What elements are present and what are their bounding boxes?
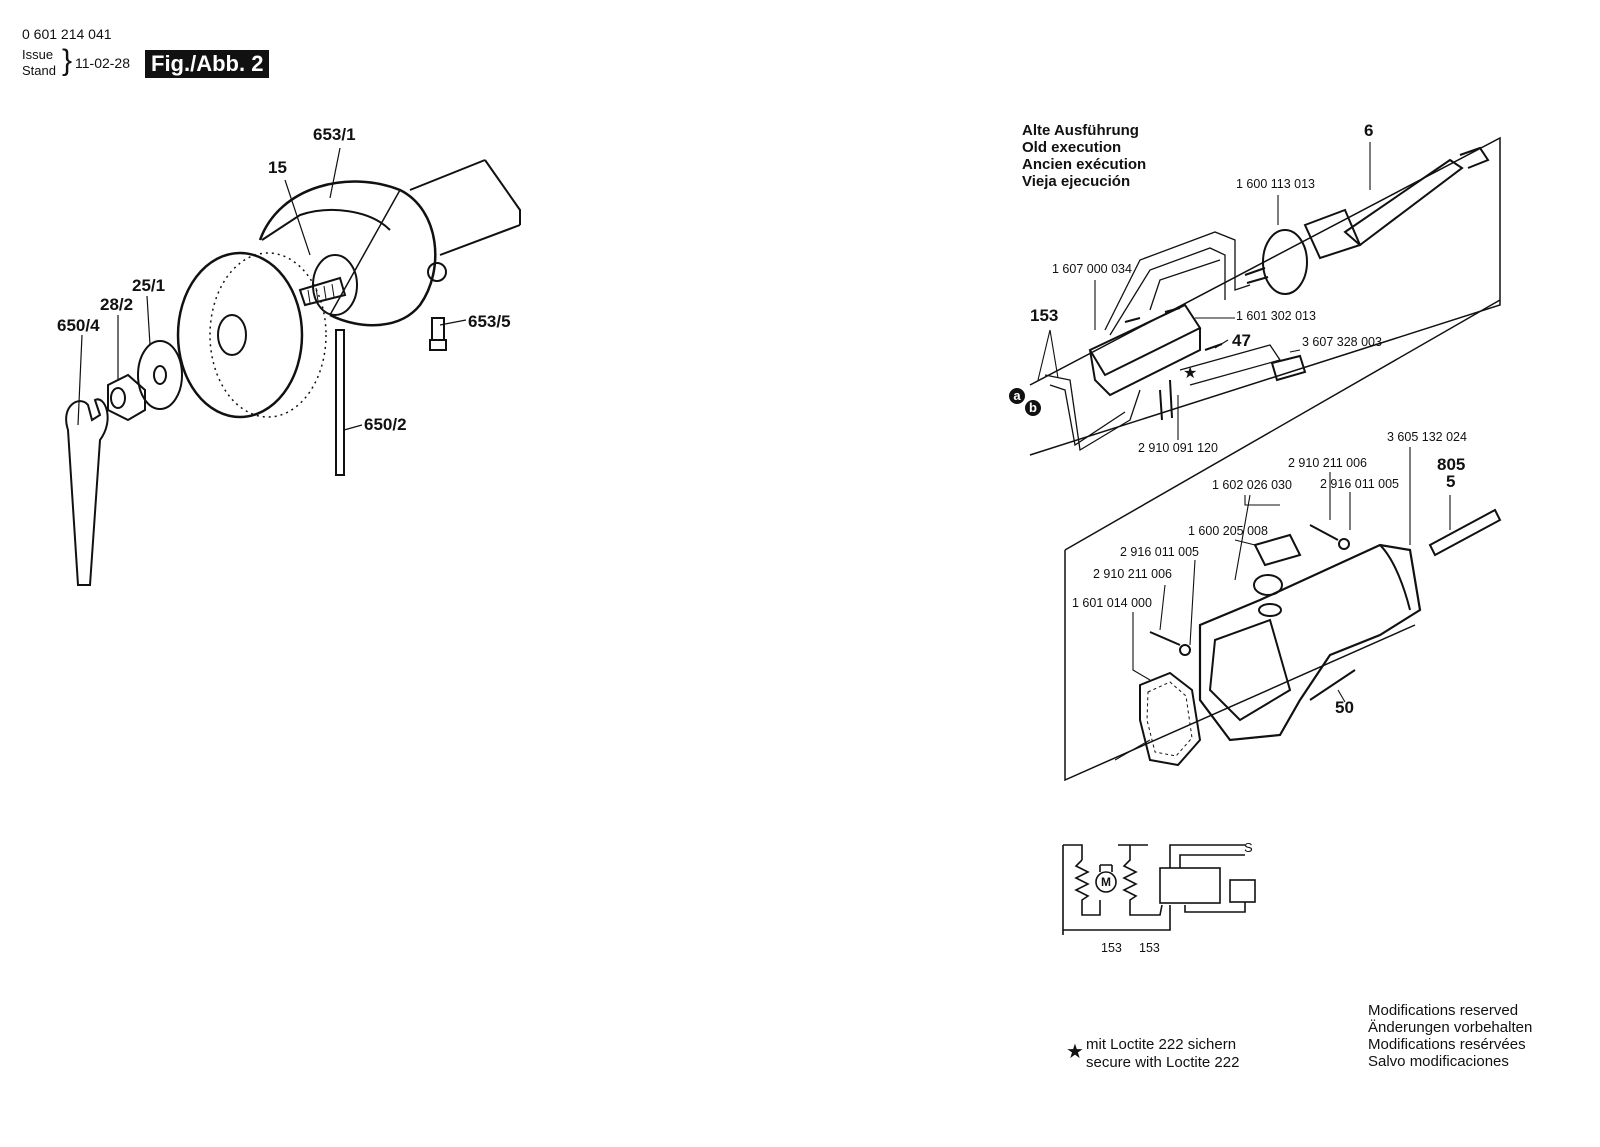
rod-part [335,329,345,476]
modifications-de: Änderungen vorbehalten [1368,1019,1533,1036]
footnote-line-de: mit Loctite 222 sichern [1086,1036,1237,1053]
part-number-1601302013: 1 601 302 013 [1236,309,1316,323]
loctite-star-marker: ★ [1183,365,1198,382]
part-label-653-5: 653/5 [468,312,511,331]
old-execution-en: Old execution [1022,139,1122,156]
part-number-1602026030: 1 602 026 030 [1212,478,1292,492]
old-execution-es: Vieja ejecución [1022,173,1131,190]
part-label-653-1: 653/1 [313,125,356,144]
schematic-label-153-left: 153 [1101,941,1122,955]
old-execution-panel [1029,136,1501,456]
modifications-en: Modifications reserved [1368,1002,1519,1019]
footnote-line-en: secure with Loctite 222 [1086,1054,1240,1071]
issue-label: Issue [22,47,54,62]
document-number: 0 601 214 041 [22,26,112,42]
part-number-1600205008: 1 600 205 008 [1188,524,1268,538]
grinding-wheel [176,251,304,419]
part-label-15: 15 [268,158,287,177]
part-label-50: 50 [1335,698,1354,717]
motor-symbol-label: M [1101,875,1111,889]
part-label-5: 5 [1446,472,1456,491]
old-execution-de: Alte Ausführung [1022,122,1139,139]
part-number-2910211006-top: 2 910 211 006 [1288,456,1368,470]
part-label-47: 47 [1232,331,1251,350]
part-label-650-2: 650/2 [364,415,407,434]
footnote-star: ★ [1066,1041,1084,1063]
nut-part [107,373,146,422]
part-number-3605132024: 3 605 132 024 [1387,430,1467,444]
left-assembly [65,147,521,586]
part-number-2910211006-left: 2 910 211 006 [1093,567,1173,581]
guard-part [258,180,437,327]
stand-label: Stand [22,63,56,78]
part-number-1601014000: 1 601 014 000 [1072,596,1152,610]
part-label-650-4: 650/4 [57,316,100,335]
modifications-fr: Modifications resérvées [1368,1036,1526,1053]
part-number-2916011005-left: 2 916 011 005 [1120,545,1200,559]
part-number-3607328003: 3 607 328 003 [1302,335,1382,349]
part-label-28-2: 28/2 [100,295,134,314]
marker-b: b [1025,400,1041,416]
figure-label: Fig./Abb. 2 [145,50,270,78]
part-label-153: 153 [1030,306,1059,325]
part-number-1607000034: 1 607 000 034 [1052,262,1132,276]
part-number-2910091120: 2 910 091 120 [1138,441,1218,455]
gear-housing-part [1198,543,1422,742]
circuit-schematic [1062,844,1256,935]
spanner-part [65,398,109,586]
modifications-es: Salvo modificaciones [1368,1053,1509,1070]
housing-panel [1064,299,1502,782]
gasket-part [1139,671,1202,767]
brace-glyph: } [62,44,73,77]
part-number-2916011005-top: 2 916 011 005 [1320,477,1400,491]
part-label-25-1: 25/1 [132,276,166,295]
part-label-805: 805 [1437,455,1466,474]
old-execution-fr: Ancien exécution [1022,156,1147,173]
part-label-6: 6 [1364,121,1374,140]
marker-a: a [1009,388,1025,404]
schematic-s-label: S [1244,840,1253,855]
spindle-part [298,276,347,307]
issue-date: 11-02-28 [75,55,131,71]
flange-part [137,340,183,410]
schematic-label-153-right: 153 [1139,941,1160,955]
part-number-1600113013: 1 600 113 013 [1236,177,1316,191]
